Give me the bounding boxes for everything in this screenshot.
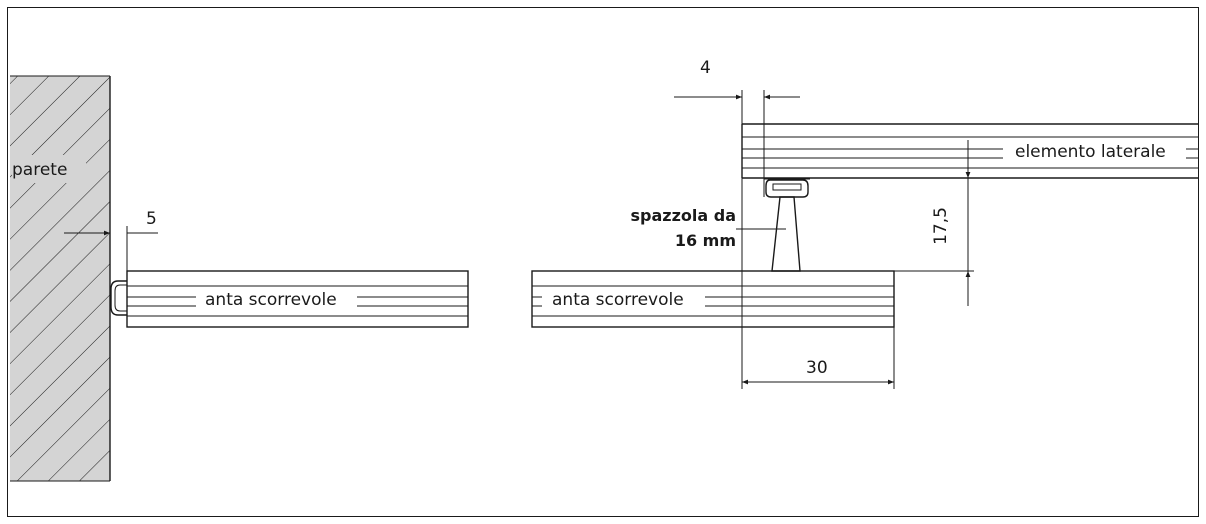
side-element-label: elemento laterale xyxy=(1015,142,1166,162)
dimension-brush-offset xyxy=(674,90,800,197)
dimension-brush-height xyxy=(894,140,974,306)
sliding-door-left xyxy=(126,270,469,328)
sliding-door-right-label: anta scorrevole xyxy=(552,290,684,310)
brush-seal xyxy=(764,178,810,272)
side-element xyxy=(741,123,1198,179)
dimension-brush-offset-value: 4 xyxy=(700,58,711,78)
dimension-brush-height-value: 17,5 xyxy=(931,207,951,245)
edge-seal-profile xyxy=(110,280,127,316)
sliding-door-left-label: anta scorrevole xyxy=(205,290,337,310)
sliding-door-right xyxy=(531,270,895,328)
dimension-overlap-value: 30 xyxy=(806,358,828,378)
dimension-wall-gap xyxy=(64,226,158,271)
wall-label: parete xyxy=(12,160,67,180)
drawing-frame xyxy=(7,7,1199,517)
dimension-wall-gap-value: 5 xyxy=(146,209,157,229)
dimension-overlap xyxy=(741,178,895,389)
wall xyxy=(10,75,111,482)
brush-label-line1: spazzola da xyxy=(631,206,737,225)
brush-label-line2: 16 mm xyxy=(675,231,736,250)
